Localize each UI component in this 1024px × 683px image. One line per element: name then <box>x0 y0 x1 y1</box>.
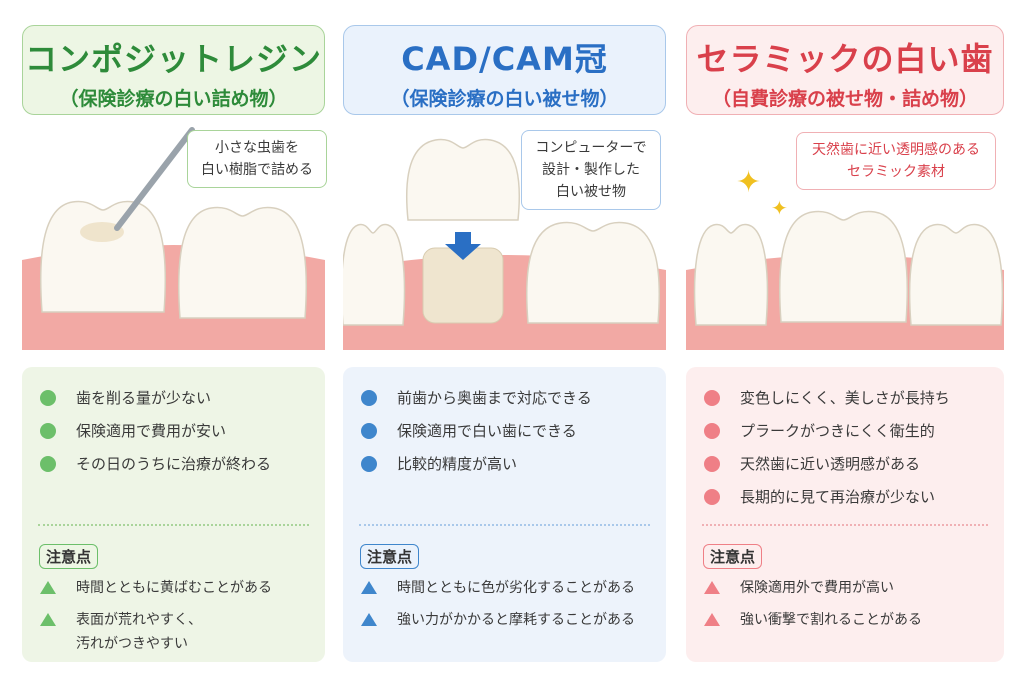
column-title: CAD/CAM冠 <box>401 40 608 78</box>
column-header: コンポジットレジン （保険診療の白い詰め物） <box>22 25 325 115</box>
column-header: CAD/CAM冠 （保険診療の白い被せ物） <box>343 25 666 115</box>
advantage-item: 長期的に見て再治療が少ない <box>704 486 935 507</box>
column-1: CAD/CAM冠 （保険診療の白い被せ物） コンピューターで設計・製作した白い被… <box>340 0 666 683</box>
bullet-dot-icon <box>704 389 720 406</box>
callout-text: 設計・製作した <box>542 162 640 178</box>
advantage-text: 変色しにくく、美しさが長持ち <box>740 389 950 407</box>
advantage-item: 比較的精度が高い <box>361 453 517 474</box>
caution-item: 時間とともに黄ばむことがある <box>40 576 272 600</box>
caution-label: 注意点 <box>360 544 420 569</box>
warning-triangle-icon <box>704 581 720 594</box>
bullet-dot-icon <box>704 488 720 505</box>
caution-text: 保険適用外で費用が高い <box>740 580 894 596</box>
caution-text: 強い衝撃で割れることがある <box>740 612 922 628</box>
tooth-illustration: コンピューターで設計・製作した白い被せ物 <box>340 120 666 360</box>
advantage-text: プラークがつきにくく衛生的 <box>740 422 935 440</box>
caution-item: 強い力がかかると摩耗することがある <box>361 608 635 632</box>
filling <box>80 222 124 242</box>
advantage-text: 比較的精度が高い <box>397 455 518 473</box>
advantage-item: 前歯から奥歯まで対応できる <box>361 387 592 408</box>
caution-item: 表面が荒れやすく、汚れがつきやすい <box>40 608 202 656</box>
advantage-item: 変色しにくく、美しさが長持ち <box>704 387 950 408</box>
column-title: コンポジットレジン <box>24 40 322 78</box>
callout-text: 天然歯に近い透明感のある <box>812 142 980 158</box>
warning-triangle-icon <box>704 613 720 626</box>
column-header: セラミックの白い歯 （自費診療の被せ物・詰め物） <box>686 25 1004 115</box>
advantage-text: 保険適用で費用が安い <box>76 422 227 440</box>
advantage-item: 保険適用で費用が安い <box>40 420 226 441</box>
column-subtitle: （保険診療の白い詰め物） <box>59 88 288 110</box>
caution-label: 注意点 <box>703 544 763 569</box>
caution-text: 時間とともに色が劣化することがある <box>397 580 635 596</box>
bullet-dot-icon <box>704 455 720 472</box>
tooth <box>526 221 660 324</box>
bullet-dot-icon <box>361 422 377 439</box>
advantage-text: 保険適用で白い歯にできる <box>397 422 577 440</box>
bullet-dot-icon <box>704 422 720 439</box>
caution-item: 時間とともに色が劣化することがある <box>361 576 635 600</box>
tooth <box>779 210 908 323</box>
callout-bubble: 天然歯に近い透明感のあるセラミック素材 <box>796 132 996 190</box>
tooth <box>340 223 406 326</box>
details-panel: 前歯から奥歯まで対応できる保険適用で白い歯にできる比較的精度が高い 注意点 時間… <box>343 367 666 662</box>
advantage-item: 天然歯に近い透明感がある <box>704 453 920 474</box>
advantage-item: 保険適用で白い歯にできる <box>361 420 577 441</box>
callout-text: 白い被せ物 <box>556 184 626 200</box>
bullet-dot-icon <box>40 389 56 406</box>
warning-triangle-icon <box>40 581 56 594</box>
bullet-dot-icon <box>40 455 56 472</box>
column-0: コンポジットレジン （保険診療の白い詰め物） 小さな虫歯を白い樹脂で詰める 歯を… <box>22 0 327 683</box>
advantage-item: プラークがつきにくく衛生的 <box>704 420 935 441</box>
advantage-item: その日のうちに治療が終わる <box>40 453 271 474</box>
details-panel: 歯を削る量が少ない保険適用で費用が安いその日のうちに治療が終わる 注意点 時間と… <box>22 367 325 662</box>
column-subtitle: （自費診療の被せ物・詰め物） <box>711 88 978 110</box>
tooth <box>693 223 769 326</box>
column-subtitle: （保険診療の白い被せ物） <box>390 88 619 110</box>
tooth <box>178 206 307 319</box>
tooth <box>405 138 521 221</box>
sparkle-icon: ✦ <box>736 165 761 200</box>
warning-triangle-icon <box>361 613 377 626</box>
column-title: セラミックの白い歯 <box>696 40 994 78</box>
warning-triangle-icon <box>40 613 56 626</box>
advantage-text: 歯を削る量が少ない <box>76 389 212 407</box>
details-panel: 変色しにくく、美しさが長持ちプラークがつきにくく衛生的天然歯に近い透明感がある長… <box>686 367 1004 662</box>
callout-text: 小さな虫歯を <box>215 140 299 156</box>
caution-text: 汚れがつきやすい <box>76 636 188 652</box>
sparkle-icon: ✦ <box>771 196 788 220</box>
caution-text: 表面が荒れやすく、 <box>76 612 202 628</box>
caution-item: 保険適用外で費用が高い <box>704 576 894 600</box>
callout-text: 白い樹脂で詰める <box>201 162 313 178</box>
warning-triangle-icon <box>361 581 377 594</box>
tooth-illustration: 小さな虫歯を白い樹脂で詰める <box>22 120 327 360</box>
caution-text: 時間とともに黄ばむことがある <box>76 580 272 596</box>
column-2: セラミックの白い歯 （自費診療の被せ物・詰め物） ✦ ✦ 天然歯に近い透明感のある… <box>686 0 1004 683</box>
callout-bubble: コンピューターで設計・製作した白い被せ物 <box>521 130 661 210</box>
callout-text: セラミック素材 <box>847 164 945 180</box>
caution-label: 注意点 <box>39 544 99 569</box>
bullet-dot-icon <box>361 389 377 406</box>
tooth <box>908 223 1004 326</box>
divider <box>359 524 650 526</box>
advantage-text: 長期的に見て再治療が少ない <box>740 488 936 506</box>
bullet-dot-icon <box>361 455 377 472</box>
advantage-text: 前歯から奥歯まで対応できる <box>397 389 592 407</box>
tooth <box>40 200 166 313</box>
advantage-item: 歯を削る量が少ない <box>40 387 211 408</box>
caution-text: 強い力がかかると摩耗することがある <box>397 612 635 628</box>
advantage-text: 天然歯に近い透明感がある <box>740 455 921 473</box>
bullet-dot-icon <box>40 422 56 439</box>
dental-instrument-icon <box>114 127 195 231</box>
divider <box>38 524 309 526</box>
caution-item: 強い衝撃で割れることがある <box>704 608 922 632</box>
callout-text: コンピューターで <box>535 140 647 156</box>
callout-bubble: 小さな虫歯を白い樹脂で詰める <box>187 130 327 188</box>
tooth-illustration: ✦ ✦ 天然歯に近い透明感のあるセラミック素材 <box>686 120 1004 360</box>
arrow-down-icon <box>445 232 481 260</box>
divider <box>702 524 988 526</box>
advantage-text: その日のうちに治療が終わる <box>76 455 272 473</box>
